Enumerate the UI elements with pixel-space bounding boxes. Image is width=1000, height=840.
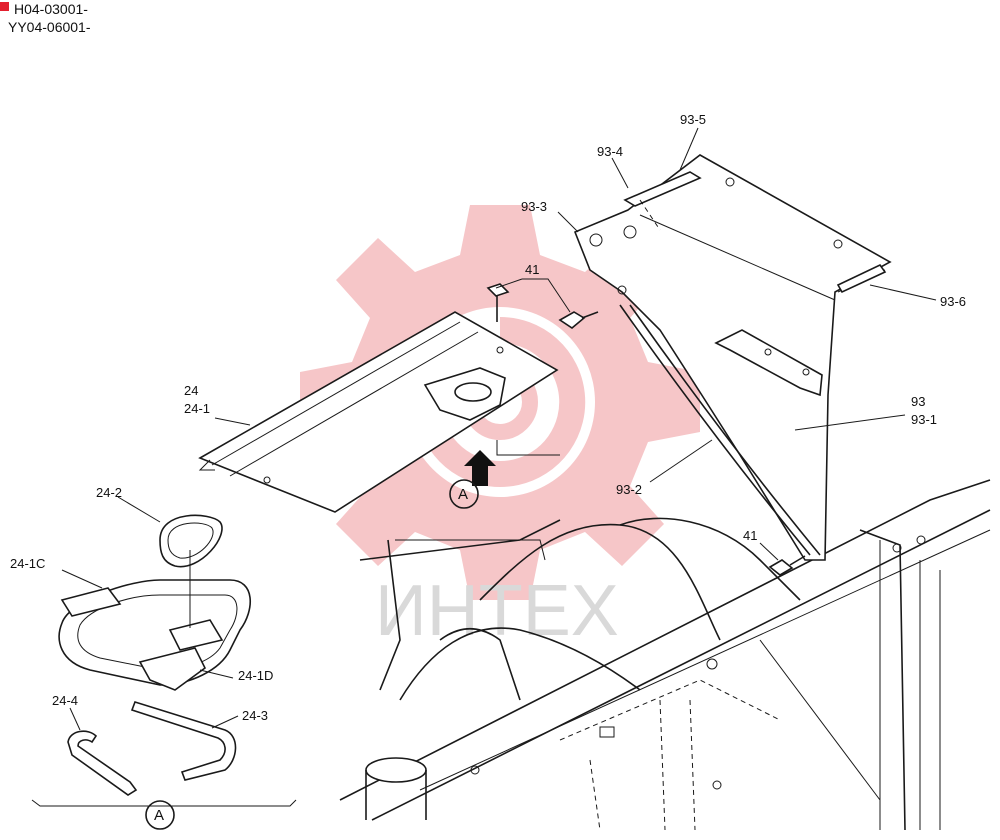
- callout-93-1: 93-1: [911, 412, 937, 427]
- part-24-cover: [198, 311, 560, 513]
- view-arrow-icon: [464, 450, 496, 486]
- callout-24-1d: 24-1D: [238, 668, 273, 683]
- callout-41-bottom: 41: [743, 528, 757, 543]
- callout-93-6: 93-6: [940, 294, 966, 309]
- view-marker-circle: [449, 479, 479, 509]
- callout-93-3: 93-3: [521, 199, 547, 214]
- serial-range-2: YY04-06001-: [8, 19, 91, 35]
- detail-marker-label: A: [154, 807, 164, 824]
- serial-range-1: H04-03001-: [14, 1, 88, 17]
- callout-24-4: 24-4: [52, 693, 78, 708]
- callout-93: 93: [911, 394, 925, 409]
- callout-24-1c: 24-1C: [10, 556, 45, 571]
- callout-24-3: 24-3: [242, 708, 268, 723]
- marker-icon: [0, 2, 9, 11]
- bolt-icon: [486, 283, 806, 576]
- callout-24-1: 24-1: [184, 401, 210, 416]
- view-arrow-label: A: [458, 486, 468, 503]
- detail-a-parts: [31, 514, 297, 807]
- leader-lines: [61, 127, 937, 731]
- callout-93-4: 93-4: [597, 144, 623, 159]
- callout-93-2: 93-2: [616, 482, 642, 497]
- callout-24-2: 24-2: [96, 485, 122, 500]
- detail-marker-circle: [145, 800, 175, 830]
- callout-93-5: 93-5: [680, 112, 706, 127]
- part-93-2-strip: [619, 304, 811, 556]
- callout-41-top: 41: [525, 262, 539, 277]
- machine-frame: [339, 479, 991, 831]
- callout-24: 24: [184, 383, 198, 398]
